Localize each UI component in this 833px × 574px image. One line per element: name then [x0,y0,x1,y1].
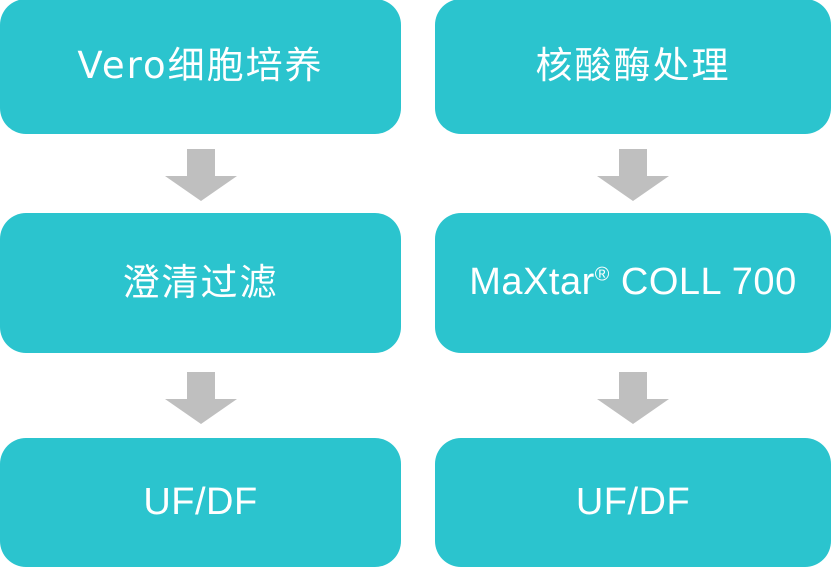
product-name-text: MaXtar [469,261,595,304]
process-step-box[interactable]: Vero细胞培养 [0,0,401,134]
process-step-label: 澄清过滤 [122,260,279,304]
process-step-box[interactable]: UF/DF [435,438,831,567]
product-name-label: MaXtar® COLL 700 [469,261,797,304]
process-step-label: 核酸酶处理 [535,44,731,88]
down-arrow-icon [593,372,673,424]
down-arrow-icon [161,149,241,201]
process-step-box[interactable]: 核酸酶处理 [435,0,831,134]
process-step-label: Vero细胞培养 [77,44,324,88]
process-step-box[interactable]: MaXtar® COLL 700 [435,213,831,353]
down-arrow-icon [593,149,673,201]
process-step-box[interactable]: 澄清过滤 [0,213,401,353]
flow-column-right: 核酸酶处理 MaXtar® COLL 700 UF/DF [435,0,831,574]
product-name-tail: COLL 700 [609,261,797,304]
registered-trademark-icon: ® [594,263,610,286]
process-step-label: UF/DF [143,480,258,523]
process-step-box[interactable]: UF/DF [0,438,401,567]
down-arrow-icon [161,372,241,424]
flow-column-left: Vero细胞培养 澄清过滤 UF/DF [0,0,401,574]
process-step-label: UF/DF [575,480,691,523]
